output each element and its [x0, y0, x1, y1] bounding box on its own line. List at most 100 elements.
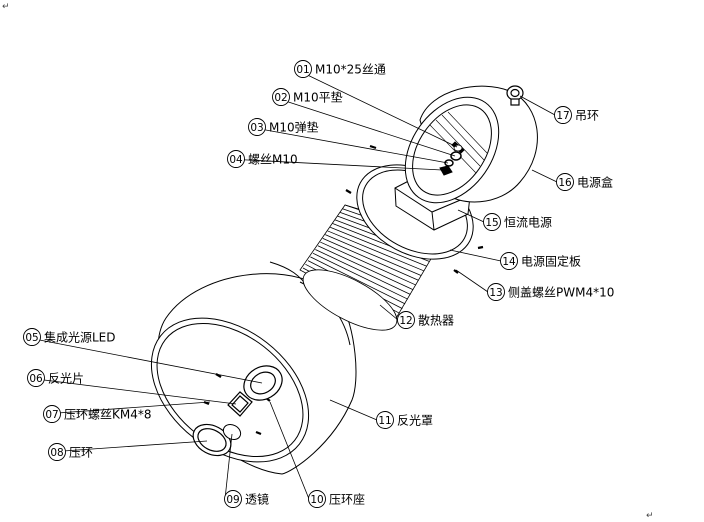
heatsink-fin	[322, 237, 419, 281]
hanging-ring	[506, 85, 524, 106]
callout-circle	[227, 150, 245, 168]
leader-line	[449, 249, 502, 262]
part-label: M10*25丝通	[315, 63, 386, 77]
leader-line	[519, 95, 556, 116]
callout-circle	[272, 88, 290, 106]
part-label: 压环座	[329, 492, 365, 507]
leader-line	[27, 377, 237, 405]
callout-circle	[308, 490, 326, 508]
part-number: 13	[489, 287, 502, 299]
part-number: 05	[25, 332, 38, 344]
callout-circle	[27, 369, 45, 387]
callout-circle	[224, 490, 242, 508]
part-number: 06	[29, 373, 43, 385]
callout-circle	[483, 213, 501, 231]
part-number: 10	[310, 494, 323, 506]
callout-01: 01 M10*25丝通	[294, 60, 458, 148]
leader-line	[457, 209, 485, 223]
callout-15: 15 恒流电源	[457, 209, 552, 231]
callout-circle	[487, 283, 505, 301]
part-label: 恒流电源	[504, 216, 552, 230]
part-label: 反光片	[48, 372, 84, 386]
part-number: 01	[296, 64, 309, 76]
callout-circle	[397, 311, 415, 329]
leader-line	[43, 401, 211, 415]
callout-06: 06 反光片	[27, 369, 237, 405]
callout-circle	[23, 328, 41, 346]
leader-line	[379, 304, 399, 321]
part-number: 12	[399, 315, 412, 327]
spring-washer	[444, 159, 454, 167]
leader-line	[455, 269, 489, 293]
callout-circle	[248, 118, 266, 136]
callout-17: 17 吊环	[519, 95, 599, 124]
part-label: M10平垫	[293, 90, 343, 105]
part-number: 09	[226, 494, 239, 506]
heatsink-fin	[330, 226, 427, 267]
part-label: 电源盒	[577, 175, 613, 190]
leader-line	[531, 169, 558, 183]
part-number: 17	[556, 110, 569, 122]
heatsink-fin	[325, 234, 422, 277]
callout-circle	[376, 411, 394, 429]
callout-02: 02 M10平垫	[272, 88, 456, 157]
leader-line	[294, 68, 458, 148]
part-label: 压环	[69, 446, 93, 460]
led-module	[243, 365, 283, 401]
heatsink-fin	[317, 245, 414, 291]
pressure-ring	[192, 423, 232, 457]
part-label: 透镜	[245, 492, 269, 507]
part-number: 16	[558, 177, 572, 189]
callout-circle	[500, 252, 518, 270]
callout-16: 16 电源盒	[531, 169, 613, 191]
heatsink-fin	[320, 241, 417, 286]
leader-line	[23, 336, 263, 384]
part-number: 02	[274, 92, 287, 104]
callout-10: 10 压环座	[269, 401, 365, 508]
callout-09: 09 透镜	[224, 433, 269, 508]
corner-mark-top-left: ↵	[2, 2, 10, 12]
part-number: 08	[50, 447, 63, 459]
callout-circle	[43, 405, 61, 423]
flat-washer	[450, 151, 462, 161]
part-number: 04	[229, 154, 243, 166]
leader-line	[227, 158, 443, 171]
callout-circle	[294, 60, 312, 78]
heatsink-fin	[315, 249, 411, 295]
callout-circle	[554, 106, 572, 124]
leader-line	[329, 399, 378, 421]
part-number: 15	[485, 217, 498, 229]
part-label: 电源固定板	[521, 254, 581, 269]
leader-line	[224, 433, 233, 500]
callout-11: 11 反光罩	[329, 399, 433, 429]
callout-circle	[48, 443, 66, 461]
callout-13: 13 侧盖螺丝PWM4*10	[455, 269, 614, 301]
part-number: 11	[378, 415, 391, 427]
callout-12: 12 散热器	[379, 304, 454, 329]
part-number: 07	[45, 409, 58, 421]
heatsink-fin	[312, 252, 408, 300]
part-label: 散热器	[418, 313, 454, 328]
reflector-sheet	[227, 391, 253, 417]
leader-line	[48, 440, 208, 453]
leader-line	[248, 126, 449, 164]
part-label: 吊环	[575, 109, 599, 123]
lens	[222, 424, 242, 440]
nut-m10	[439, 165, 453, 176]
heatsink-fin	[327, 230, 425, 272]
part-number: 14	[502, 256, 516, 268]
part-number: 03	[250, 122, 263, 134]
heatsink-fin	[310, 256, 406, 305]
part-label: 侧盖螺丝PWM4*10	[508, 286, 614, 300]
callout-04: 04 螺丝M10	[227, 150, 443, 171]
callout-circle	[556, 173, 574, 191]
callout-14: 14 电源固定板	[449, 249, 581, 270]
part-label: 螺丝M10	[248, 153, 298, 167]
callout-08: 08 压环	[48, 440, 208, 461]
part-label: 反光罩	[397, 414, 433, 428]
corner-mark-bottom-right: ↵	[646, 511, 654, 521]
